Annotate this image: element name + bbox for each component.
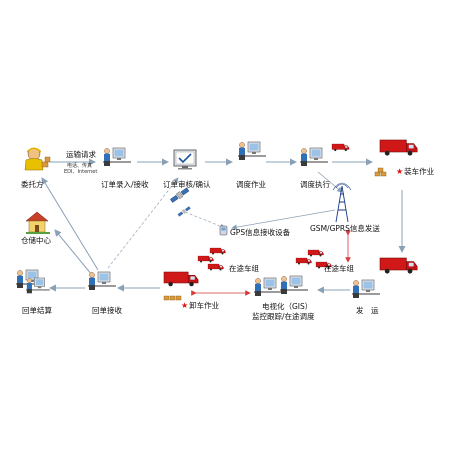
- label-return-receive: 回单接收: [92, 306, 122, 315]
- truck-icon: [197, 255, 214, 263]
- label-request-methods: 电话、传真: [67, 163, 93, 169]
- client-person-icon: [24, 147, 51, 171]
- gps-device-icon: [219, 225, 228, 236]
- arrow-return-to-client: [41, 177, 99, 271]
- label-fleet-en-route-2: 在途车组: [324, 264, 354, 273]
- label-gis-line2: 监控跟踪/在途调度: [252, 312, 315, 321]
- label-gps-receiver: GPS信息接收设备: [230, 228, 291, 237]
- label-fleet-en-route-1: 在途车组: [229, 264, 259, 273]
- computer-workstation-icon: [279, 275, 309, 295]
- truck-icon: [163, 271, 199, 287]
- truck-icon: [307, 249, 324, 257]
- arrow-tower-to-gps: [231, 209, 336, 230]
- label-unloading-work: ★卸车作业: [181, 301, 220, 310]
- truck-icon: [331, 143, 350, 152]
- label-order-review: 订单审核/确认: [163, 180, 211, 189]
- arrow-return-to-review: [107, 177, 179, 269]
- computer-workstation-icon: [299, 147, 329, 167]
- label-shipping: 发 运: [356, 306, 379, 315]
- computer-workstation-icon: [237, 141, 267, 161]
- truck-icon: [379, 257, 418, 275]
- truck-icon: [209, 247, 226, 255]
- star-icon: ★: [396, 167, 404, 176]
- radio-tower-icon: [332, 182, 352, 223]
- label-dispatch-exec: 调度执行: [300, 180, 330, 189]
- computer-workstation-icon: [25, 277, 51, 294]
- label-warehouse-center: 仓储中心: [21, 236, 51, 245]
- label-dispatch-work: 调度作业: [236, 180, 266, 189]
- satellite-icon: [170, 187, 190, 203]
- boxes-icon: [374, 167, 387, 177]
- truck-icon: [379, 139, 418, 157]
- label-gsm-gprs: GSM/GPRS信息发送: [310, 224, 380, 233]
- arrow-satellite-to-gps: [184, 211, 226, 229]
- label-loading-work: ★装车作业: [396, 167, 435, 176]
- truck-icon: [207, 263, 224, 271]
- computer-workstation-icon: [87, 271, 117, 291]
- arrow-exec-to-tower: [317, 171, 343, 193]
- label-order-entry: 订单录入/接收: [101, 180, 149, 189]
- monitor-screen-icon: [173, 149, 197, 170]
- star-icon: ★: [181, 301, 189, 310]
- label-client: 委托方: [21, 180, 44, 189]
- label-return-settle: 回单结算: [22, 306, 52, 315]
- computer-workstation-icon: [351, 279, 381, 299]
- label-gis-line1: 电视化（GIS）: [262, 302, 313, 311]
- boxes-icon: [163, 295, 182, 301]
- computer-workstation-icon: [253, 277, 283, 297]
- label-request-methods-2: EDI、Internet: [64, 169, 98, 175]
- satellite-icon: [177, 206, 191, 217]
- computer-workstation-icon: [102, 147, 132, 167]
- label-transport-request: 运输请求: [66, 150, 96, 159]
- truck-icon: [295, 257, 312, 265]
- arrow-return-to-warehouse: [54, 229, 93, 276]
- house-icon: [25, 211, 50, 234]
